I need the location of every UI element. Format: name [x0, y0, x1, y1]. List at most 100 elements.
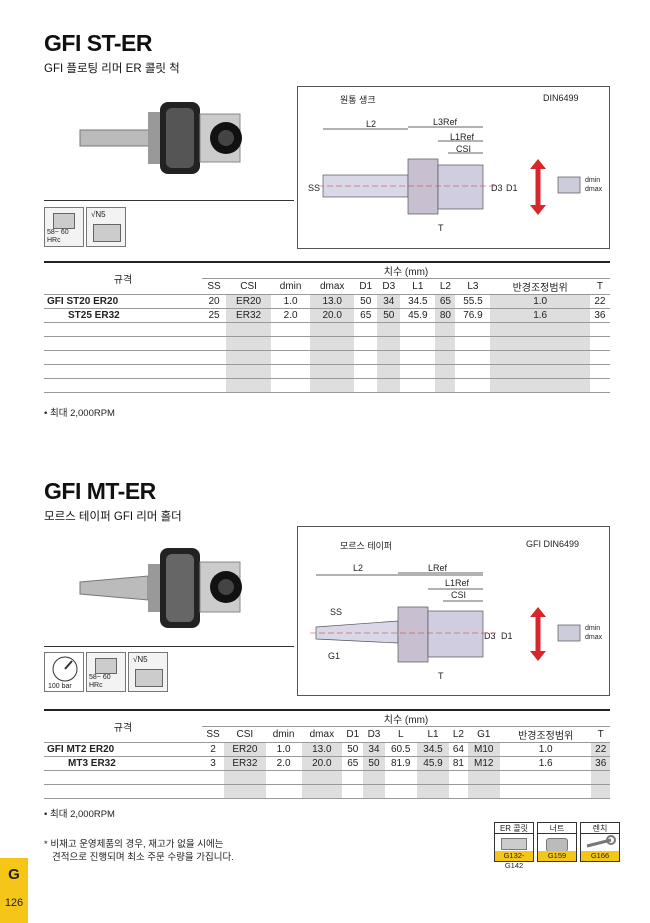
value-cell — [271, 365, 310, 379]
shank-label: 원통 생크 — [340, 95, 376, 105]
value-cell: 13.0 — [310, 294, 355, 309]
hardness-badge: 58~ 60 HRc — [44, 207, 84, 247]
column-header: dmin — [271, 278, 311, 295]
value-cell — [455, 323, 490, 337]
value-cell — [202, 337, 226, 351]
value-cell — [455, 365, 490, 379]
value-cell: 34.5 — [408, 296, 428, 307]
column-header: dmax — [301, 726, 343, 743]
value-cell: 25 — [208, 310, 220, 321]
column-header: 반경조정범위 — [499, 726, 592, 743]
value-cell — [590, 337, 610, 351]
value-cell — [377, 364, 401, 379]
value-cell — [400, 337, 435, 351]
value-cell — [467, 770, 500, 785]
value-cell: 22 — [594, 296, 606, 307]
value-cell — [500, 785, 592, 799]
value-cell — [266, 785, 302, 799]
value-cell: M10 — [467, 742, 500, 757]
value-cell: 20.0 — [301, 756, 343, 771]
value-cell — [591, 770, 610, 785]
value-cell — [500, 771, 592, 785]
value-cell — [490, 336, 590, 351]
value-cell — [363, 770, 385, 785]
value-cell: 20.0 — [310, 308, 355, 323]
value-cell — [271, 379, 310, 393]
wrench-icon — [586, 835, 616, 848]
value-cell — [490, 364, 590, 379]
section1-title: GFI ST-ER — [44, 30, 152, 56]
column-header: D1 — [342, 726, 364, 743]
value-cell — [590, 351, 610, 365]
technical-drawing-mt-er: 모르스 테이퍼 GFI DIN6499 L2 LRef L1Ref CSI SS… — [297, 526, 610, 696]
value-cell: 2 — [210, 744, 216, 755]
value-cell: 3 — [210, 758, 216, 769]
empty-row — [44, 770, 610, 785]
value-cell — [467, 784, 500, 799]
value-cell — [455, 379, 490, 393]
column-header: L2 — [449, 726, 468, 743]
rpm-note-1: • 최대 2,000RPM — [44, 408, 115, 419]
model-cell — [44, 323, 202, 337]
value-cell: 13.0 — [301, 742, 343, 757]
value-cell: ER20 — [226, 294, 272, 309]
model-cell: GFI MT2 ER20 — [47, 744, 115, 755]
value-cell — [400, 351, 435, 365]
column-header: SS — [202, 278, 227, 295]
empty-row — [44, 378, 610, 393]
value-cell: 65 — [360, 310, 372, 321]
value-cell: ER32 — [224, 756, 266, 771]
value-cell — [377, 378, 401, 393]
value-cell — [490, 322, 590, 337]
value-cell — [435, 364, 456, 379]
model-cell: ST25 ER32 — [68, 310, 120, 321]
value-cell — [266, 771, 302, 785]
column-header: 반경조정범위 — [490, 278, 590, 295]
value-cell — [202, 365, 226, 379]
column-header: L1 — [400, 278, 436, 295]
page-number: 126 — [4, 897, 24, 909]
column-header: L — [384, 726, 417, 743]
value-cell — [224, 784, 266, 799]
value-cell: 81.9 — [390, 758, 411, 769]
value-cell — [363, 784, 385, 799]
value-cell — [416, 784, 450, 799]
empty-row — [44, 336, 610, 351]
value-cell: 1.6 — [538, 758, 553, 769]
value-cell — [301, 784, 343, 799]
value-cell — [591, 784, 610, 799]
column-header: D3 — [363, 726, 385, 743]
value-cell — [354, 365, 377, 379]
column-header: G1 — [467, 726, 500, 743]
model-cell: MT3 ER32 — [68, 758, 116, 769]
product-photo-st-er — [79, 102, 242, 174]
value-cell — [400, 365, 435, 379]
value-cell: 80 — [435, 308, 456, 323]
value-cell — [310, 364, 355, 379]
value-cell: 50 — [347, 744, 359, 755]
value-cell: 1.0 — [490, 294, 590, 309]
value-cell — [271, 323, 310, 337]
value-cell: 60.5 — [390, 744, 411, 755]
model-cell — [44, 771, 202, 785]
value-cell — [377, 336, 401, 351]
value-cell: ER20 — [224, 742, 266, 757]
accessory-wrench[interactable]: 렌치 G166 — [580, 822, 620, 862]
model-cell — [44, 379, 202, 393]
section-tab: G 126 — [0, 858, 28, 923]
value-cell — [385, 771, 417, 785]
value-cell: 1.6 — [490, 308, 590, 323]
value-cell — [226, 322, 272, 337]
surface-finish-badge: √N5 — [86, 207, 126, 247]
value-cell — [435, 378, 456, 393]
accessory-er-collet[interactable]: ER 콜릿 G132-G142 — [494, 822, 534, 870]
value-cell — [590, 365, 610, 379]
value-cell: 55.5 — [463, 296, 483, 307]
value-cell — [449, 771, 467, 785]
model-cell — [44, 337, 202, 351]
accessory-nut[interactable]: 너트 G159 — [537, 822, 577, 862]
